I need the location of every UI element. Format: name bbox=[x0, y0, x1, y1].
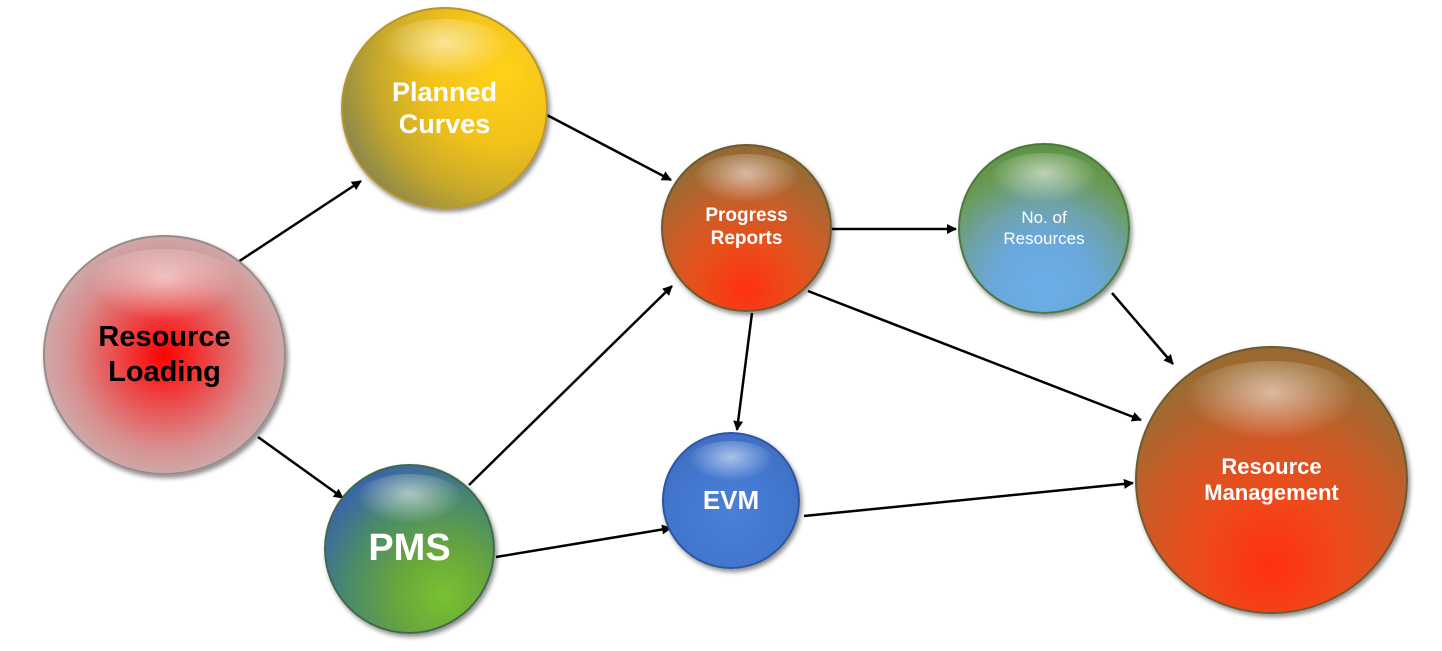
node-progress-reports: Progress Reports bbox=[661, 144, 832, 312]
node-highlight bbox=[88, 248, 241, 320]
node-label-pms: PMS bbox=[368, 527, 451, 570]
node-highlight bbox=[1185, 361, 1358, 441]
arrow-pms-to-progress-reports bbox=[468, 285, 673, 486]
node-highlight bbox=[688, 440, 774, 481]
node-pms: PMS bbox=[324, 464, 495, 634]
node-label-evm: EVM bbox=[702, 484, 760, 515]
arrow-no-of-resources-to-resource-management bbox=[1111, 292, 1174, 365]
arrow-resource-loading-to-pms bbox=[257, 435, 344, 500]
arrow-resource-loading-to-planned-curves bbox=[237, 179, 362, 264]
node-resource-loading: Resource Loading bbox=[43, 235, 286, 475]
node-resource-management: Resource Management bbox=[1135, 346, 1408, 614]
node-label-no-of-resources: No. of Resources bbox=[1003, 208, 1085, 248]
node-highlight bbox=[379, 18, 510, 79]
arrow-progress-reports-to-evm bbox=[733, 312, 754, 431]
node-label-resource-management: Resource Management bbox=[1204, 453, 1339, 505]
arrow-pms-to-evm bbox=[495, 524, 672, 559]
node-evm: EVM bbox=[662, 432, 800, 569]
node-planned-curves: Planned Curves bbox=[341, 7, 548, 209]
arrow-evm-to-resource-management bbox=[803, 478, 1134, 518]
arrow-progress-reports-to-resource-management bbox=[807, 289, 1142, 422]
node-label-progress-reports: Progress Reports bbox=[705, 205, 788, 249]
node-highlight bbox=[990, 153, 1098, 204]
node-label-resource-loading: Resource Loading bbox=[98, 321, 231, 388]
node-no-of-resources: No. of Resources bbox=[958, 143, 1130, 314]
arrow-planned-curves-to-progress-reports bbox=[544, 112, 672, 182]
node-highlight bbox=[693, 154, 800, 204]
node-label-planned-curves: Planned Curves bbox=[391, 76, 498, 139]
node-highlight bbox=[356, 474, 463, 525]
